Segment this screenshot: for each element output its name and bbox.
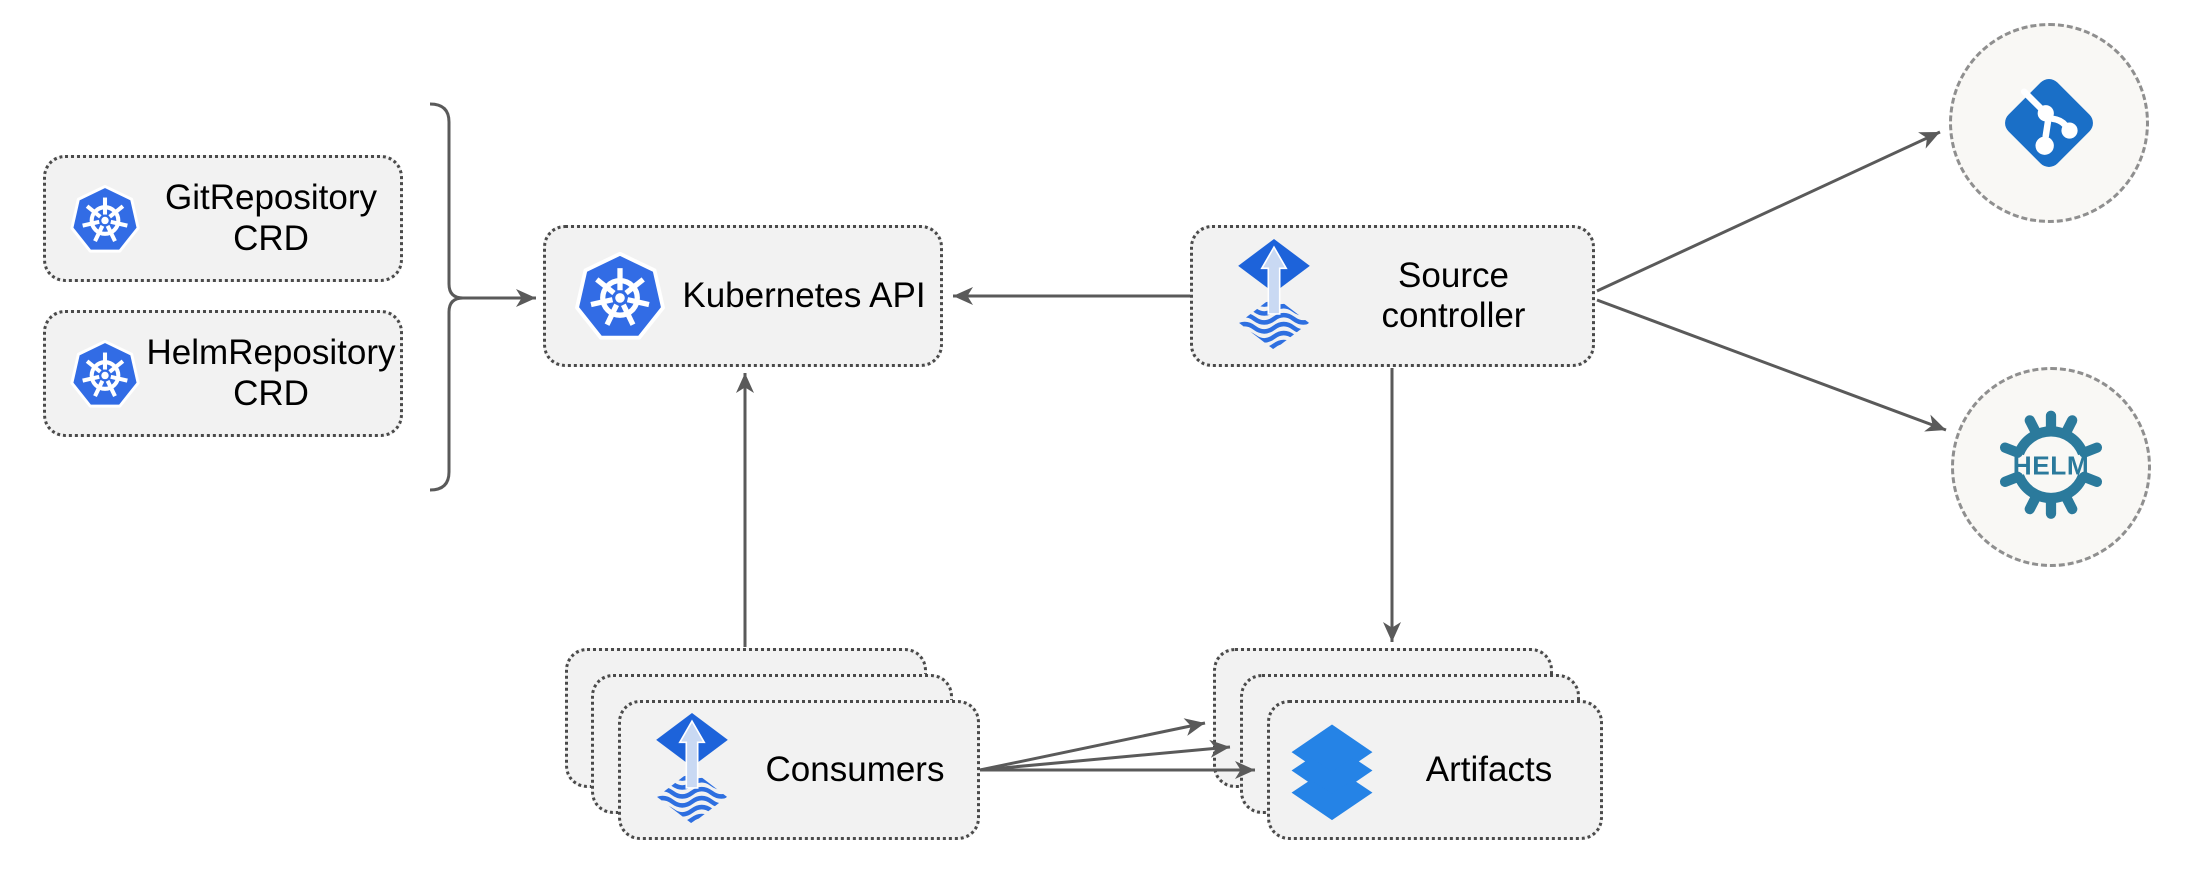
flux-icon [651, 713, 733, 827]
node-artifacts[interactable]: Artifacts [1267, 700, 1603, 840]
kubernetes-icon [68, 182, 142, 256]
edge-source-controller-to-helm-registry [1596, 298, 1947, 432]
node-label: HelmRepository CRD [146, 333, 396, 413]
kubernetes-icon [572, 248, 668, 344]
flux-icon [1233, 239, 1315, 353]
git-icon [1995, 69, 2103, 177]
circle-helm-registry[interactable] [1951, 367, 2151, 567]
node-source-controller[interactable]: Source controller [1190, 225, 1595, 367]
circle-git-registry[interactable] [1949, 23, 2149, 223]
edge-consumers-to-artifacts-1 [979, 718, 1206, 772]
node-consumers[interactable]: Consumers [618, 700, 980, 840]
node-label: Kubernetes API [682, 275, 926, 315]
node-kubernetes-api[interactable]: Kubernetes API [543, 225, 943, 367]
kubernetes-icon [68, 337, 142, 411]
edge-source-controller-to-git-registry [1596, 130, 1941, 293]
edge-consumers-to-artifacts-2 [979, 739, 1231, 772]
node-label: Artifacts [1425, 749, 1553, 789]
node-label: Consumers [765, 749, 945, 789]
node-helmrepository-crd[interactable]: HelmRepository CRD [43, 310, 403, 437]
crd-group-brace [429, 102, 464, 492]
node-gitrepository-crd[interactable]: GitRepository CRD [43, 155, 403, 282]
layers-icon [1286, 719, 1378, 822]
node-label: Source controller [1381, 255, 1526, 335]
node-label: GitRepository CRD [164, 178, 378, 258]
helm-icon [1994, 410, 2108, 524]
